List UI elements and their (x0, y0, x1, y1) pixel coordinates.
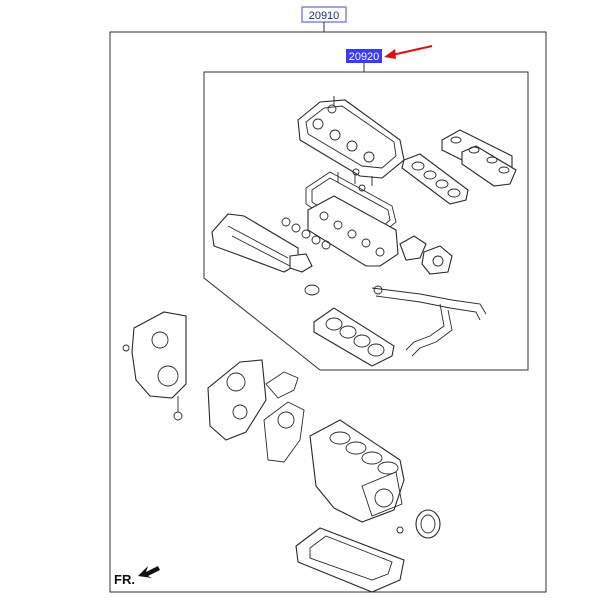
sub-part-number: 20920 (349, 51, 380, 63)
front-label: FR. (114, 572, 135, 587)
callout-arrow-icon (384, 45, 433, 59)
exhaust-manifold-gasket (401, 153, 469, 205)
cylinder-block (309, 419, 405, 523)
water-pipe (371, 285, 487, 357)
oil-pan (295, 526, 405, 593)
timing-gasket (263, 371, 305, 463)
outer-frame (109, 31, 547, 593)
front-direction-arrow-icon (138, 566, 160, 578)
thermostat-housing (399, 235, 453, 275)
rear-oil-seal (415, 509, 441, 539)
front-case (207, 359, 267, 441)
seal-ring-set (281, 168, 366, 296)
cylinder-head (307, 195, 399, 267)
front-indicator: FR. (114, 566, 160, 587)
main-part-label[interactable]: 20910 (301, 6, 347, 23)
timing-cover (122, 311, 187, 421)
intake-manifold-gasket (441, 129, 517, 187)
main-part-number: 20910 (309, 10, 340, 22)
egr-cooler (211, 213, 313, 273)
sub-part-label[interactable]: 20920 (346, 49, 382, 63)
sub-assembly-frame (203, 71, 529, 371)
cylinder-head-cover (297, 96, 405, 186)
cylinder-head-gasket (313, 307, 395, 367)
